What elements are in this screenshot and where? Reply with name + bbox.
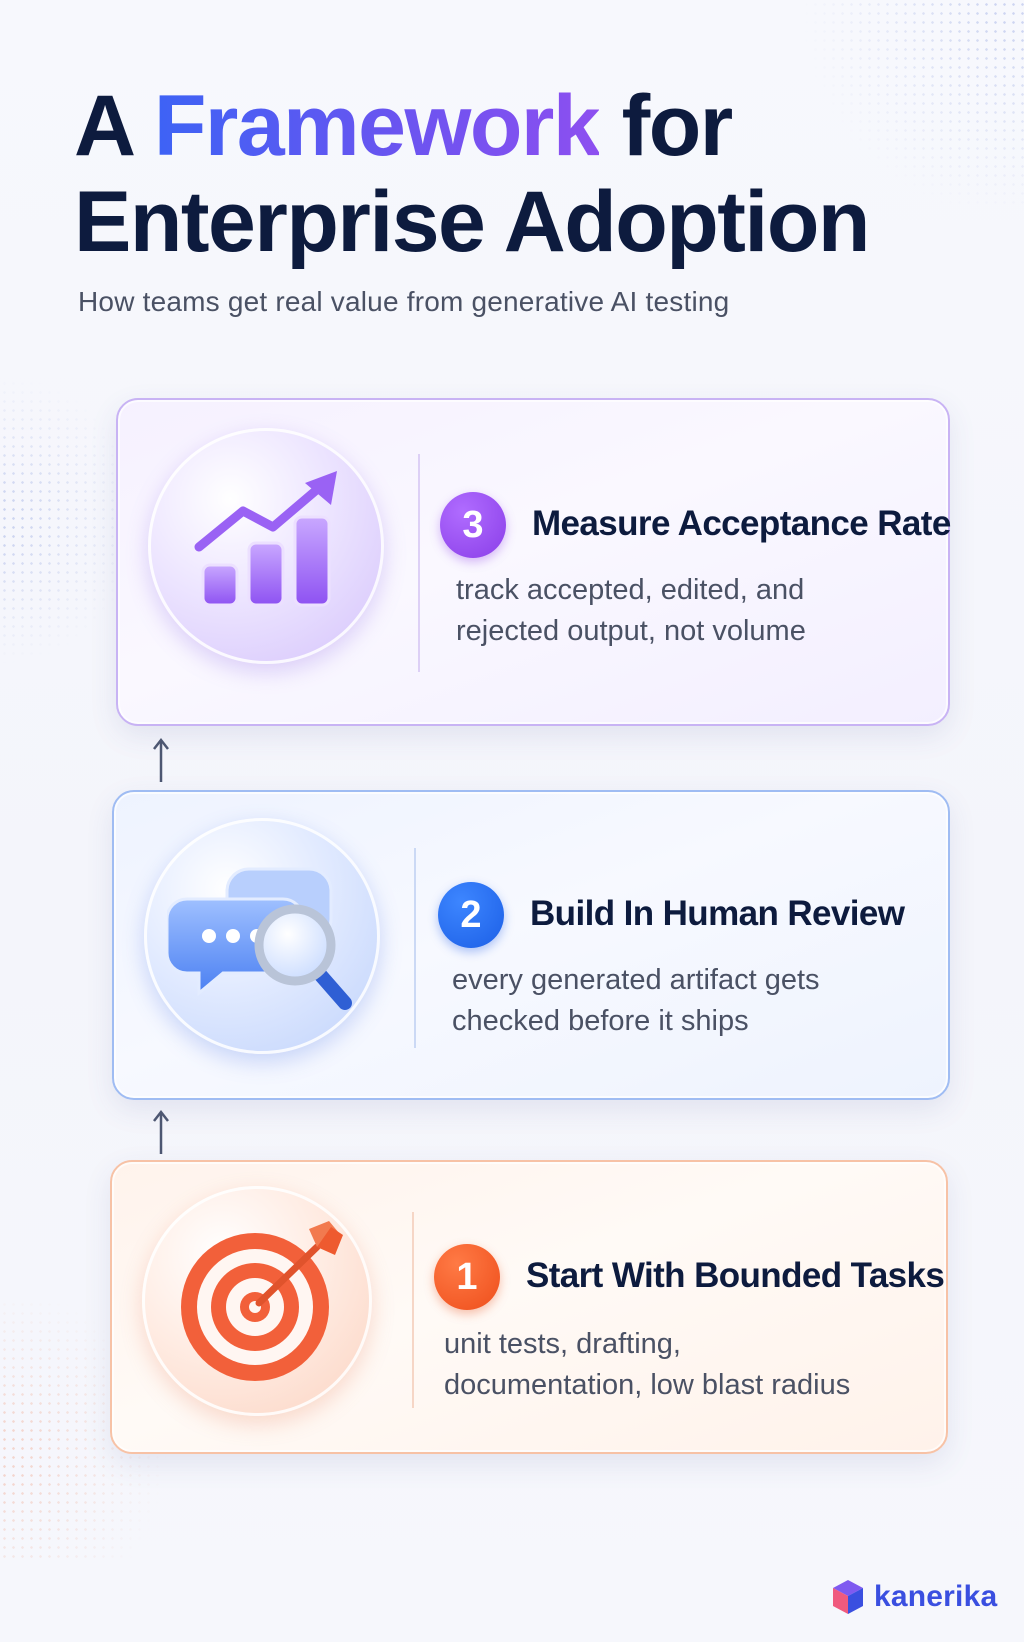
dot-pattern-top-right	[784, 0, 1024, 210]
title-line2: Enterprise Adoption	[74, 174, 870, 270]
step-card-1: 1 Start With Bounded Tasks unit tests, d…	[110, 1160, 948, 1454]
step-number-badge: 1	[434, 1244, 500, 1310]
step-description: track accepted, edited, and rejected out…	[456, 574, 806, 647]
title-part1: A	[74, 78, 154, 174]
step-card-3: 3 Measure Acceptance Rate track accepted…	[116, 398, 951, 726]
arrow-up-icon	[153, 737, 169, 782]
step-title: Build In Human Review	[530, 894, 905, 933]
cube-logo-icon	[833, 1580, 863, 1614]
step-number-badge: 3	[440, 492, 506, 558]
title-accent-word: Framework	[153, 78, 601, 174]
chat-magnifier-icon	[144, 818, 380, 1054]
card-divider	[412, 1212, 414, 1408]
brand-name: kanerika	[874, 1580, 998, 1613]
step-description: unit tests, drafting, documentation, low…	[444, 1328, 851, 1401]
step-number-badge: 2	[438, 882, 504, 948]
page-subtitle: How teams get real value from generative…	[78, 286, 730, 317]
card-divider	[414, 848, 416, 1048]
step-description: every generated artifact gets checked be…	[452, 964, 820, 1037]
card-divider	[418, 454, 420, 672]
step-card-2: 2 Build In Human Review every generated …	[112, 790, 950, 1100]
step-title: Start With Bounded Tasks	[526, 1256, 945, 1295]
arrow-up-icon	[153, 1109, 169, 1154]
target-dart-icon	[142, 1186, 372, 1416]
step-title: Measure Acceptance Rate	[532, 504, 951, 543]
brand-logo: kanerika	[830, 1578, 997, 1616]
title-part2: for	[599, 78, 734, 174]
bar-chart-growth-icon	[148, 428, 384, 664]
